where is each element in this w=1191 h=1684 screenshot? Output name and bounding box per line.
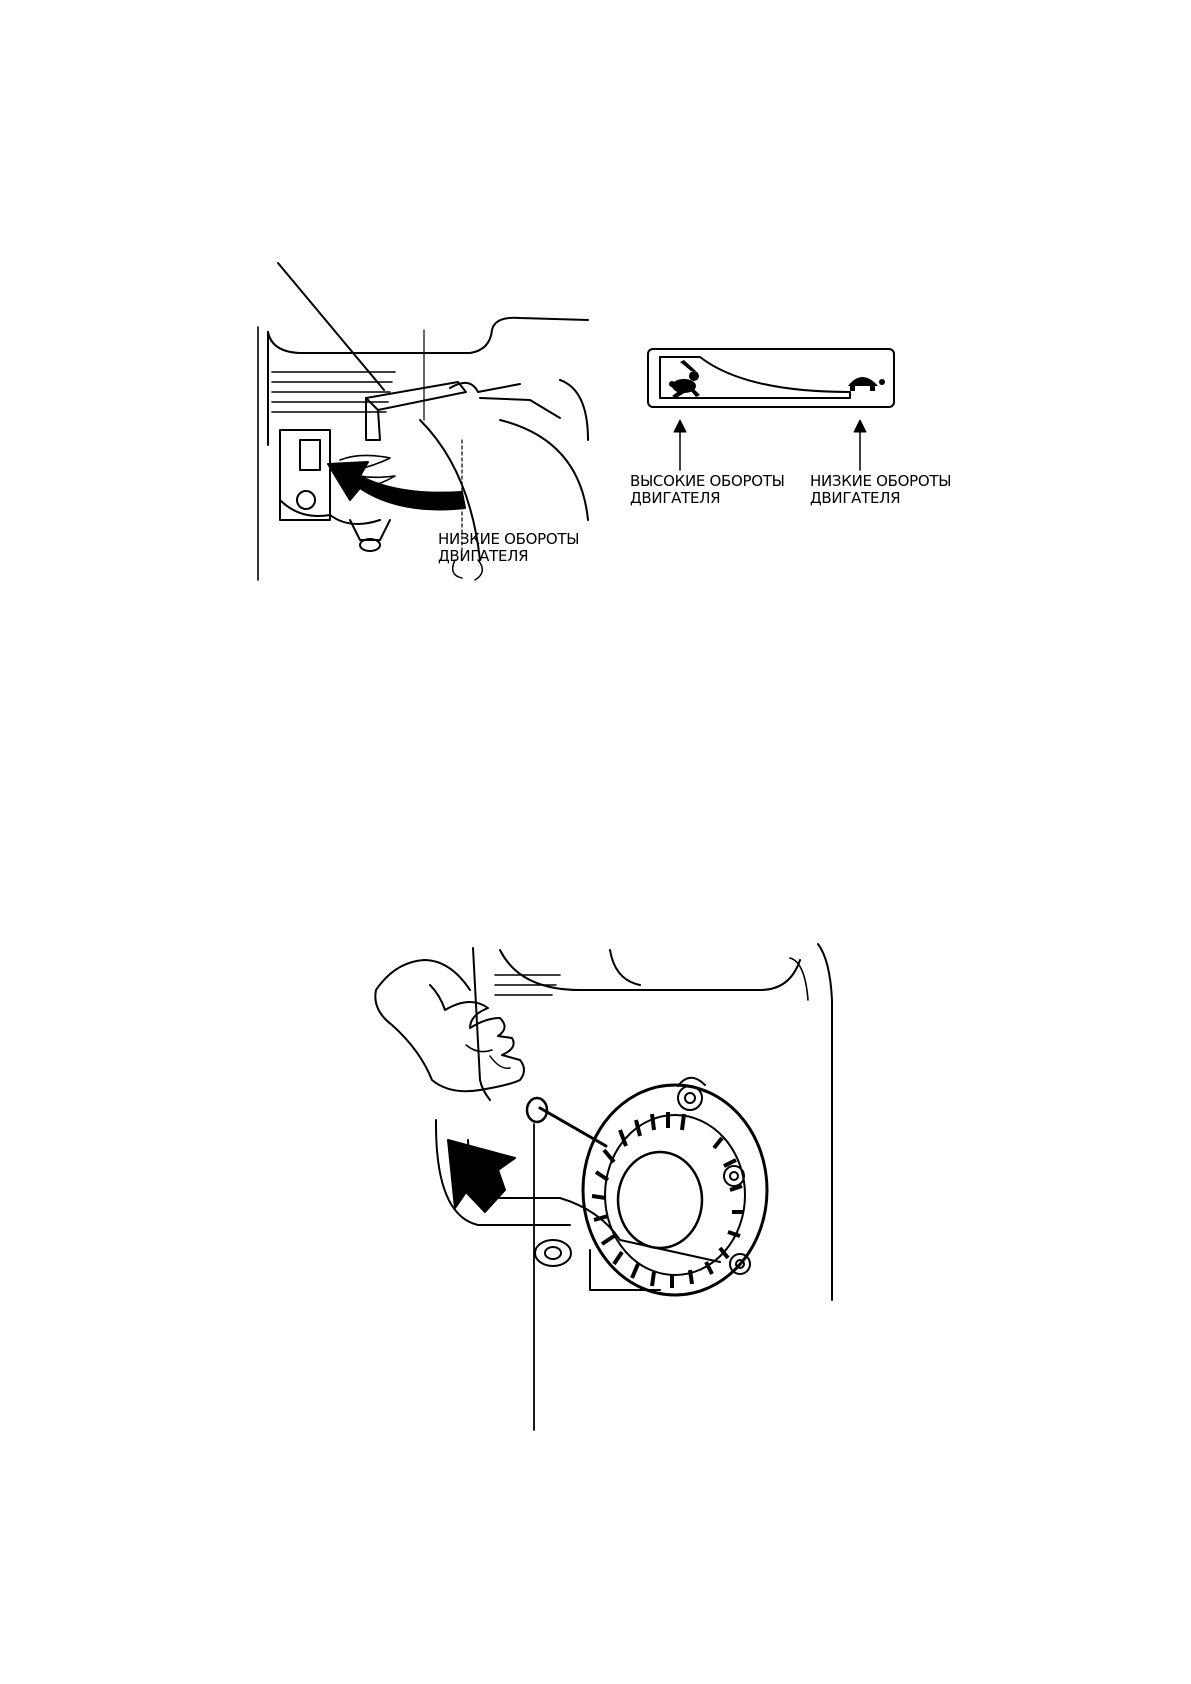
- recoil-starter: [581, 1083, 769, 1297]
- high-speed-label: ВЫСОКИЕ ОБОРОТЫ ДВИГАТЕЛЯ: [630, 472, 785, 507]
- speed-scale: [647, 348, 895, 471]
- turtle-icon: [848, 377, 885, 391]
- throttle-low-speed-label: НИЗКИЕ ОБОРОТЫ ДВИГАТЕЛЯ: [438, 530, 580, 565]
- throttle-figure: [257, 262, 589, 581]
- hand: [374, 984, 525, 1093]
- throttle-callout-line: [277, 262, 385, 391]
- speed-scale-wedge: [659, 356, 851, 399]
- curved-arrow-icon: [327, 461, 466, 511]
- screw-head: [525, 1096, 549, 1124]
- throttle-lever: [365, 381, 467, 411]
- screwdriver: [538, 1106, 608, 1148]
- carb-screw: [296, 490, 316, 510]
- rabbit-icon: [669, 360, 700, 398]
- speed-scale-frame: [647, 348, 895, 408]
- recoil-figure: [374, 943, 833, 1431]
- push-arrow-icon: [447, 1139, 516, 1213]
- low-speed-label: НИЗКИЕ ОБОРОТЫ ДВИГАТЕЛЯ: [810, 472, 952, 507]
- starter-hub: [616, 1150, 704, 1250]
